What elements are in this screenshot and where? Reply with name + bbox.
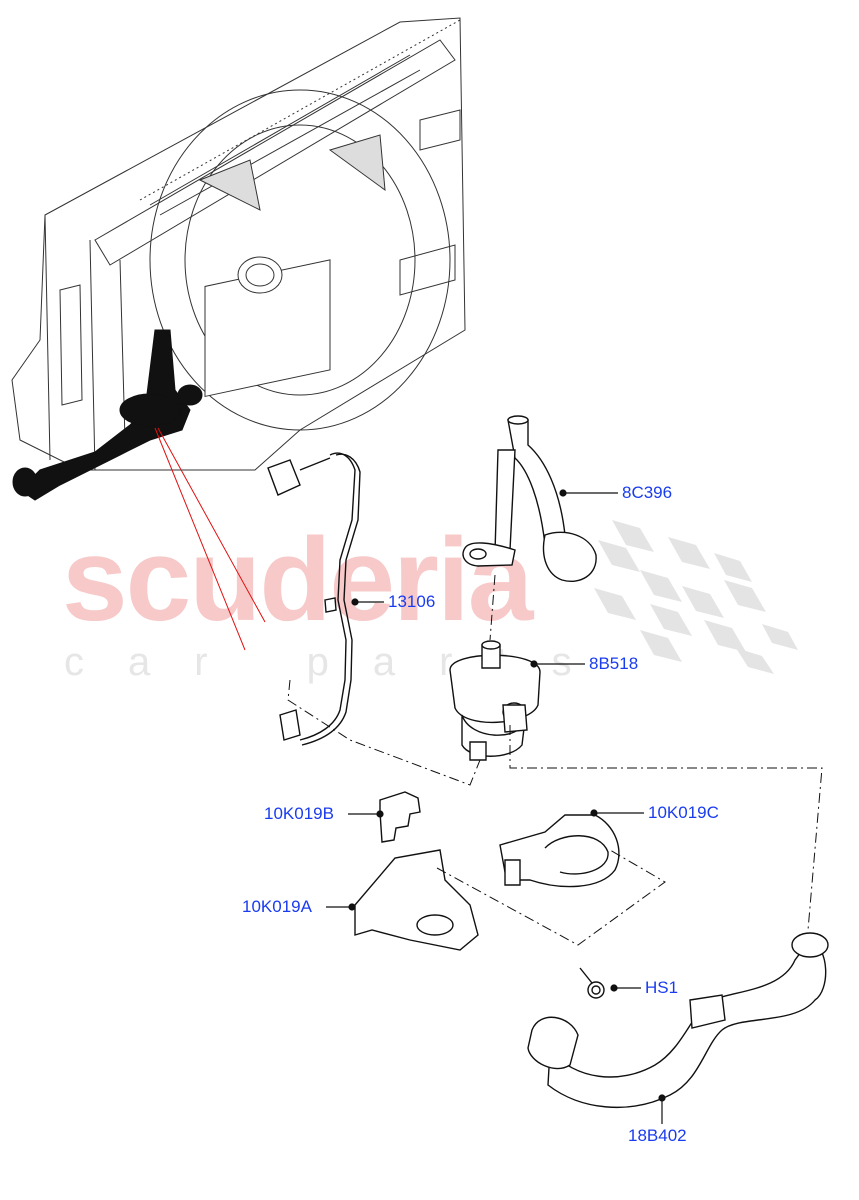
leader-lines (326, 489, 666, 1124)
callout-18B402[interactable]: 18B402 (628, 1126, 687, 1145)
callout-HS1[interactable]: HS1 (645, 978, 679, 997)
callout-13106[interactable]: 13106 (388, 592, 436, 611)
checkered-flag-watermark (594, 520, 798, 674)
reference-lines (154, 427, 266, 651)
callout-8B518[interactable]: 8B518 (589, 654, 639, 673)
part-13106-wiring-harness (267, 452, 361, 746)
part-10K019B-bracket (379, 791, 421, 843)
part-HS1-bolt (579, 967, 605, 999)
assembly-lines (287, 574, 823, 946)
callout-8C396[interactable]: 8C396 (622, 483, 673, 502)
part-8C396-hose (462, 415, 597, 582)
part-8B518-pump (449, 640, 541, 761)
callout-10K019C[interactable]: 10K019C (648, 803, 719, 822)
installed-hose-highlight (12, 329, 203, 501)
watermark-scuderia: scuderia (62, 514, 533, 646)
callout-10K019B[interactable]: 10K019B (264, 804, 334, 823)
part-10K019A-bracket (354, 849, 479, 951)
callout-10K019A[interactable]: 10K019A (242, 897, 312, 916)
part-10K019C-clamp (499, 814, 620, 888)
radiator-assembly (11, 17, 466, 471)
part-18B402-hose (527, 932, 829, 1109)
